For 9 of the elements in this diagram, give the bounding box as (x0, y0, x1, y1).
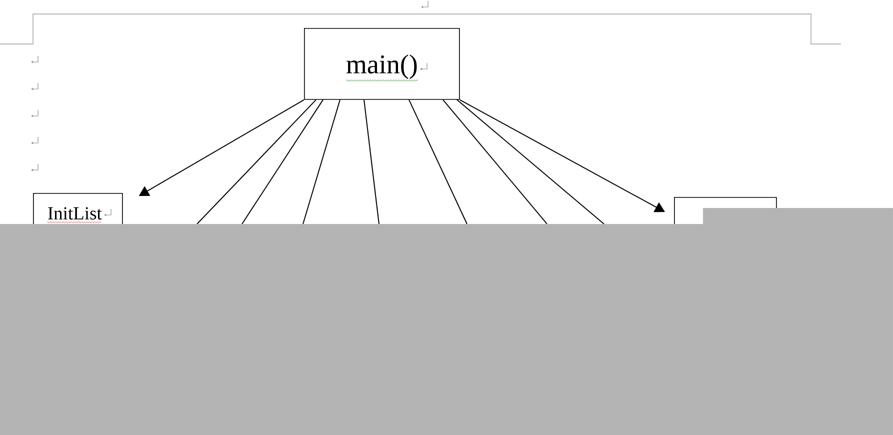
connector-line (196, 99, 316, 224)
function-box: main() (304, 28, 460, 100)
arrow (459, 99, 665, 212)
connector-line (242, 99, 324, 224)
connector-line (302, 99, 340, 224)
connector-line (364, 99, 380, 224)
connector-line (442, 99, 548, 224)
connector-line (456, 99, 604, 224)
connector-line (408, 99, 468, 224)
